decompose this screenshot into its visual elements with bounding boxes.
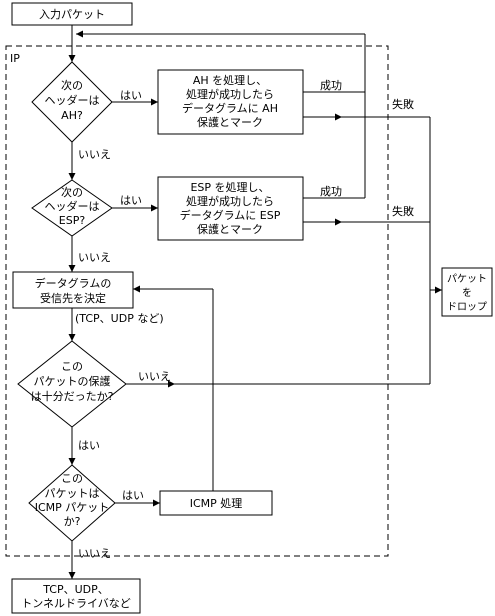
decision-icmp-line1: この <box>61 472 83 485</box>
process-esp-line3: データグラムに ESP <box>180 208 281 222</box>
determine-receiver-box <box>12 271 134 309</box>
process-ah-line1: AH を処理し、 <box>193 74 267 87</box>
process-esp-line2: 処理が成功したら <box>186 194 274 208</box>
icmp-process-box <box>159 490 273 516</box>
output-line1: TCP、UDP、 <box>42 583 109 596</box>
edge-esp-no-label: いいえ <box>78 251 111 264</box>
process-ah-line3: データグラムに AH <box>182 101 278 115</box>
process-ah-line2: 処理が成功したら <box>186 87 274 101</box>
edge-icmp-no-label: いいえ <box>78 547 111 560</box>
output-box <box>11 578 141 614</box>
process-ah-box <box>157 69 304 135</box>
edge-ah-yes-label: はい <box>120 89 142 102</box>
edge-ah-success-label: 成功 <box>320 79 342 92</box>
decision-icmp-line2: パケットは <box>45 487 100 500</box>
drop-packet-line1: パケット <box>447 273 487 285</box>
output-line2: トンネルドライバなど <box>21 597 131 610</box>
process-esp-line1: ESP を処理し、 <box>190 181 269 194</box>
icmp-process-label: ICMP 処理 <box>190 497 243 510</box>
edge-esp-failure-label: 失敗 <box>392 204 414 218</box>
decision-esp-line3: ESP? <box>59 214 86 227</box>
edge-esp-success-label: 成功 <box>320 185 342 198</box>
process-esp-line4: 保護とマーク <box>197 222 263 236</box>
ip-label: IP <box>10 52 20 65</box>
decision-protected-line2: パケットの保護 <box>34 374 111 388</box>
decision-icmp-line4: か? <box>64 515 81 528</box>
determine-receiver-line1: データグラムの <box>35 276 112 290</box>
decision-ah-line3: AH? <box>61 109 83 122</box>
edge-ah-failure-label: 失敗 <box>392 97 414 111</box>
edge-icmp-yes-label: はい <box>122 489 144 502</box>
edge-ah-no-label: いいえ <box>78 148 111 161</box>
process-esp-box <box>157 176 304 241</box>
decision-icmp-line3: ICMP パケット <box>35 501 110 514</box>
decision-protected-line1: この <box>61 360 83 373</box>
decision-protected-line3: は十分だったか? <box>31 389 114 403</box>
determine-receiver-line2: 受信先を決定 <box>40 291 106 305</box>
decision-ah-line1: 次の <box>61 78 83 92</box>
decision-esp-line2: ヘッダーは <box>45 199 100 213</box>
edge-esp-yes-label: はい <box>120 194 142 207</box>
drop-packet-line2: を <box>462 287 472 299</box>
ip-boundary <box>5 45 389 557</box>
edge-protected-no-label: いいえ <box>138 370 171 383</box>
process-ah-line4: 保護とマーク <box>197 115 263 129</box>
edge-protected-yes-label: はい <box>78 439 100 452</box>
determine-receiver-note: (TCP、UDP など) <box>75 312 164 325</box>
drop-packet-box <box>441 267 493 317</box>
drop-packet-line3: ドロップ <box>447 301 487 313</box>
decision-esp-line1: 次の <box>61 185 83 199</box>
decision-ah-line2: ヘッダーは <box>45 93 100 107</box>
input-packet-label: 入力パケット <box>39 8 105 21</box>
